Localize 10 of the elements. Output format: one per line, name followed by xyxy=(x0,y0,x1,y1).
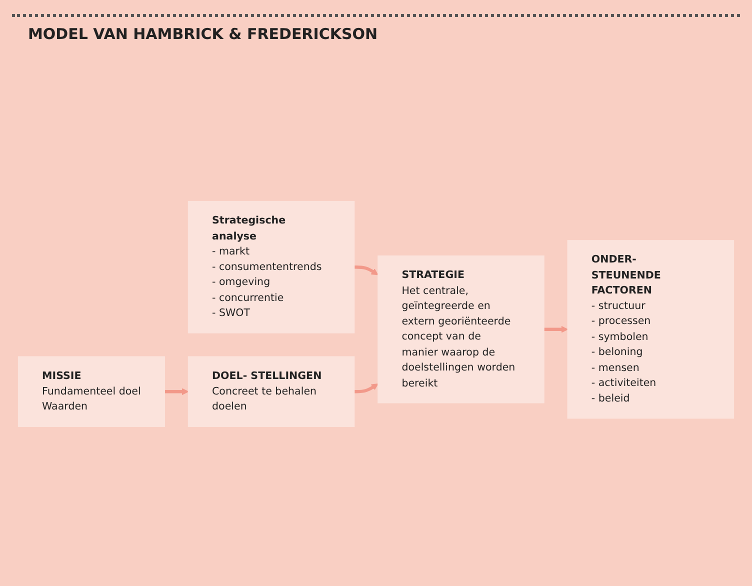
node-box: DOEL- STELLINGEN Concreet te behalen doelen xyxy=(188,356,355,427)
node-box: STRATEGIE Het centrale, geïntegreerde en extern georiënteerde concept van de manier waarop de doelstellingen worden bereikt xyxy=(378,255,544,403)
arrow xyxy=(544,325,568,332)
arrow xyxy=(354,265,378,275)
node-box: Strategische analyse - markt - consumententrends - omgeving - concurrentie - SWOT xyxy=(188,200,355,333)
arrow xyxy=(354,383,378,393)
diagram-title: MODEL VAN HAMBRICK & FREDERICKSON xyxy=(28,25,379,43)
node-box: MISSIE Fundamenteel doel Waarden xyxy=(18,356,165,427)
node-box: ONDER- STEUNENDE FACTOREN - structuur - processen - symbolen - beloning - mensen - activiteiten - beleid xyxy=(567,240,734,418)
arrow xyxy=(164,388,189,395)
